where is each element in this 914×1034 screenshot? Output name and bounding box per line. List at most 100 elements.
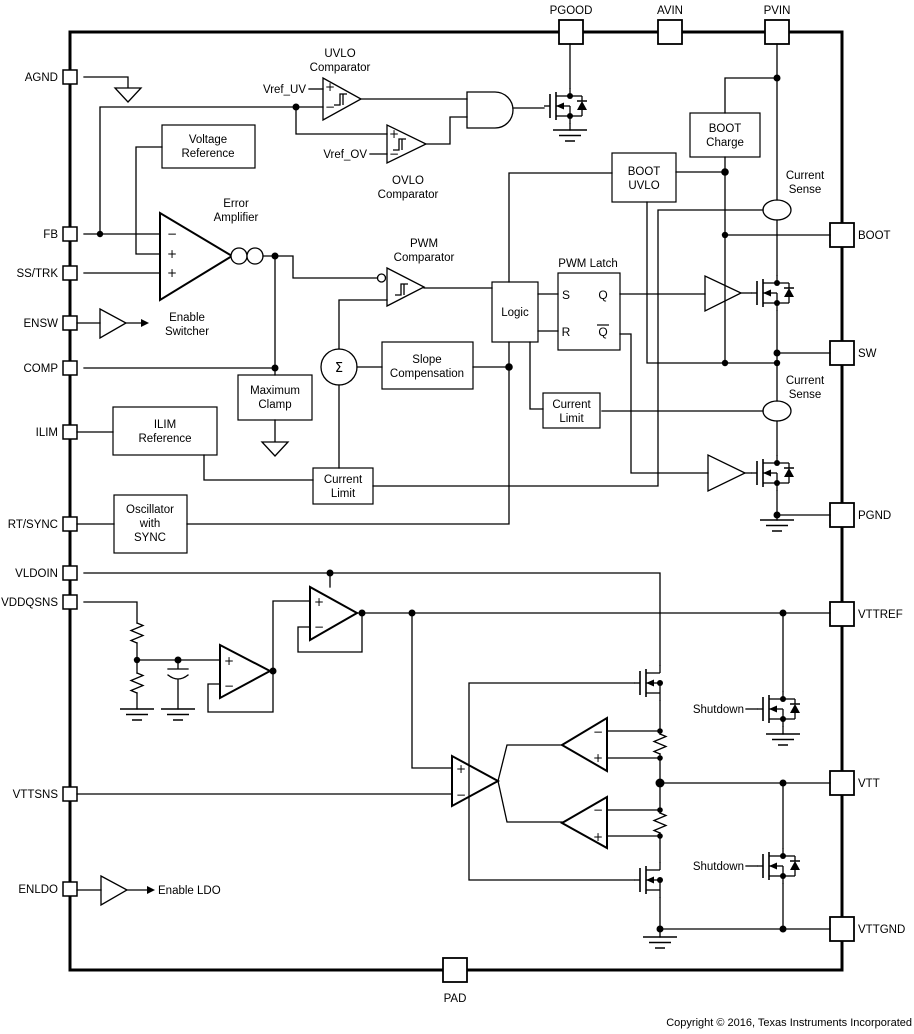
- ilim-reference-label: ILIM: [154, 419, 176, 431]
- pwm-comparator-label: PWM: [410, 238, 438, 250]
- gate-driver-icon: [704, 274, 743, 313]
- latch-s-label: S: [562, 288, 570, 302]
- current-sense-label: Current: [786, 170, 825, 182]
- pin-vttgnd-label: VTTGND: [858, 924, 905, 936]
- ldo-comparator-icon: [560, 716, 608, 773]
- polarity-markers: + − + − − + + + − + − + − − + − +: [167, 80, 603, 844]
- current-sense-label: Current: [786, 375, 825, 387]
- pin-sw-label: SW: [858, 348, 877, 360]
- pwm-comparator-label: Comparator: [394, 252, 455, 264]
- pin-comp-label: COMP: [24, 363, 59, 375]
- uvlo-comparator-icon: [322, 76, 363, 122]
- minus-marker: −: [167, 227, 177, 241]
- highside-nmos-icon: [750, 274, 795, 312]
- plus-marker: +: [456, 762, 466, 776]
- pin-boot: [829, 222, 855, 248]
- voltage-reference-label: Voltage: [189, 134, 227, 146]
- pin-agnd-label: AGND: [25, 72, 58, 84]
- vddq-buffer-opamp-icon: [219, 643, 273, 700]
- ldo-sink-nmos-icon: [633, 861, 664, 899]
- pin-vldoin-label: VLDOIN: [15, 568, 58, 580]
- logic-label: Logic: [501, 307, 529, 319]
- resistors: [129, 622, 668, 834]
- vref-ov-label: Vref_OV: [323, 149, 367, 161]
- resistor-icon: [652, 733, 668, 755]
- ground-icon: [552, 129, 588, 142]
- plus-marker: +: [389, 127, 399, 141]
- error-amplifier-icon: [159, 211, 234, 302]
- pin-pvin: [764, 19, 790, 45]
- shutdown-label: Shutdown: [693, 861, 744, 873]
- pin-rt-sync-label: RT/SYNC: [8, 519, 58, 531]
- voltage-reference-label: Reference: [181, 148, 234, 160]
- pin-squares: [62, 19, 855, 983]
- arrow-icon: [141, 319, 149, 327]
- junction-dots: [96, 74, 787, 933]
- pin-pvin-label: PVIN: [764, 5, 791, 17]
- current-limit-label: Limit: [331, 488, 356, 500]
- sigma-label: Σ: [335, 361, 343, 376]
- boot-charge-label: Charge: [706, 137, 744, 149]
- enable-ldo-buffer-icon: [100, 874, 129, 907]
- error-amplifier-label: Amplifier: [214, 212, 259, 224]
- boot-uvlo-block: [611, 152, 677, 203]
- ldo-source-nmos-icon: [633, 664, 664, 702]
- current-limit-label: Current: [324, 474, 363, 486]
- vttref-buffer-opamp-icon: [309, 585, 360, 642]
- ground-icon: [119, 708, 155, 721]
- pin-pgood-label: PGOOD: [550, 5, 593, 17]
- plus-marker: +: [224, 654, 234, 668]
- vtt-shutdown-nmos-icon: [756, 847, 801, 885]
- minus-marker: −: [389, 147, 399, 161]
- plus-marker: +: [593, 830, 603, 844]
- pin-fb-label: FB: [43, 229, 58, 241]
- pin-sw: [829, 340, 855, 366]
- pin-vttref: [829, 601, 855, 627]
- pwm-latch-block: [557, 272, 621, 351]
- resistor-icon: [129, 622, 145, 644]
- ovlo-comparator-label: OVLO: [392, 175, 424, 187]
- pin-enldo-label: ENLDO: [18, 884, 58, 896]
- boot-uvlo-label: BOOT: [628, 166, 661, 178]
- pwm-comparator-icon: [386, 266, 426, 308]
- minus-marker: −: [325, 100, 335, 114]
- latch-qbar-label: Q: [598, 325, 607, 339]
- pin-avin-label: AVIN: [657, 5, 683, 17]
- annotation-labels: UVLO Comparator OVLO Comparator Vref_UV …: [158, 48, 825, 897]
- oscillator-block: [113, 494, 188, 554]
- plus-marker: +: [167, 266, 177, 280]
- pin-ilim: [62, 424, 78, 440]
- resistor-icon: [652, 812, 668, 834]
- logic-block: [491, 281, 539, 343]
- current-limit-block-right: [542, 392, 601, 429]
- pin-boot-label: BOOT: [858, 230, 891, 242]
- ground-icon: [759, 519, 795, 532]
- pin-avin: [657, 19, 683, 45]
- resistor-icon: [129, 672, 145, 694]
- lowside-nmos-icon: [750, 454, 795, 492]
- pin-vtt-label: VTT: [858, 778, 880, 790]
- error-amplifier-label: Error: [223, 198, 249, 210]
- current-limit-block-left: [312, 467, 374, 505]
- pin-labels: PGOOD AVIN PVIN AGND FB SS/TRK ENSW COMP…: [1, 5, 905, 1005]
- slope-compensation-block: [381, 341, 474, 390]
- boot-charge-label: BOOT: [709, 123, 742, 135]
- ground-icon: [261, 441, 289, 457]
- current-limit-label: Limit: [559, 413, 584, 425]
- maximum-clamp-label: Clamp: [258, 399, 291, 411]
- voltage-reference-block: [161, 124, 256, 169]
- pin-ilim-label: ILIM: [36, 427, 58, 439]
- pin-vttgnd: [829, 916, 855, 942]
- latch-q-label: Q: [598, 288, 607, 302]
- pin-pgood: [558, 19, 584, 45]
- oscillator-label: Oscillator: [126, 504, 174, 516]
- ground-icon: [114, 87, 142, 103]
- ilim-reference-label: Reference: [138, 433, 191, 445]
- inverting-bubble-icon: [376, 273, 387, 283]
- uvlo-comparator-label: UVLO: [324, 48, 355, 60]
- pin-vttref-label: VTTREF: [858, 609, 903, 621]
- enable-switcher-label: Enable: [169, 312, 205, 324]
- pin-vldoin: [62, 565, 78, 581]
